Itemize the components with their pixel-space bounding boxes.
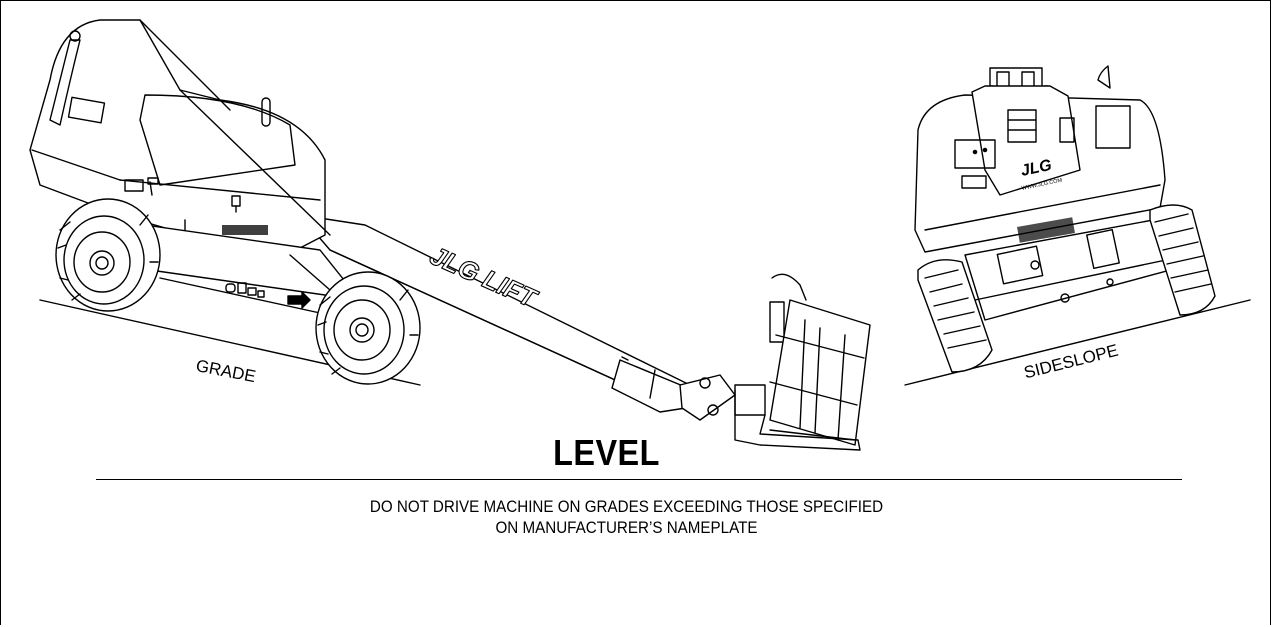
- sideslope-machine: JLG WWW.JLG.COM: [904, 65, 1251, 386]
- grade-machine: JLG LIFT: [29, 19, 871, 451]
- sideslope-right-wheel: [1149, 204, 1216, 316]
- platform-basket: [734, 273, 871, 451]
- level-line: [96, 479, 1182, 480]
- warning-line-2: ON MANUFACTURER’S NAMEPLATE: [495, 519, 758, 537]
- rear-wheel: [315, 271, 421, 385]
- sideslope-left-wheel: [917, 259, 993, 373]
- front-wheel: [55, 198, 161, 312]
- warning-line-1: DO NOT DRIVE MACHINE ON GRADES EXCEEDING…: [369, 498, 884, 516]
- level-label: LEVEL: [553, 432, 660, 473]
- turntable-body: [29, 19, 331, 249]
- warning-text: DO NOT DRIVE MACHINE ON GRADES EXCEEDING…: [50, 497, 1203, 539]
- rear-brand-text: JLG: [1019, 157, 1053, 180]
- grade-slope-line-lower: [159, 277, 321, 314]
- sideslope-turntable: JLG WWW.JLG.COM: [914, 85, 1166, 253]
